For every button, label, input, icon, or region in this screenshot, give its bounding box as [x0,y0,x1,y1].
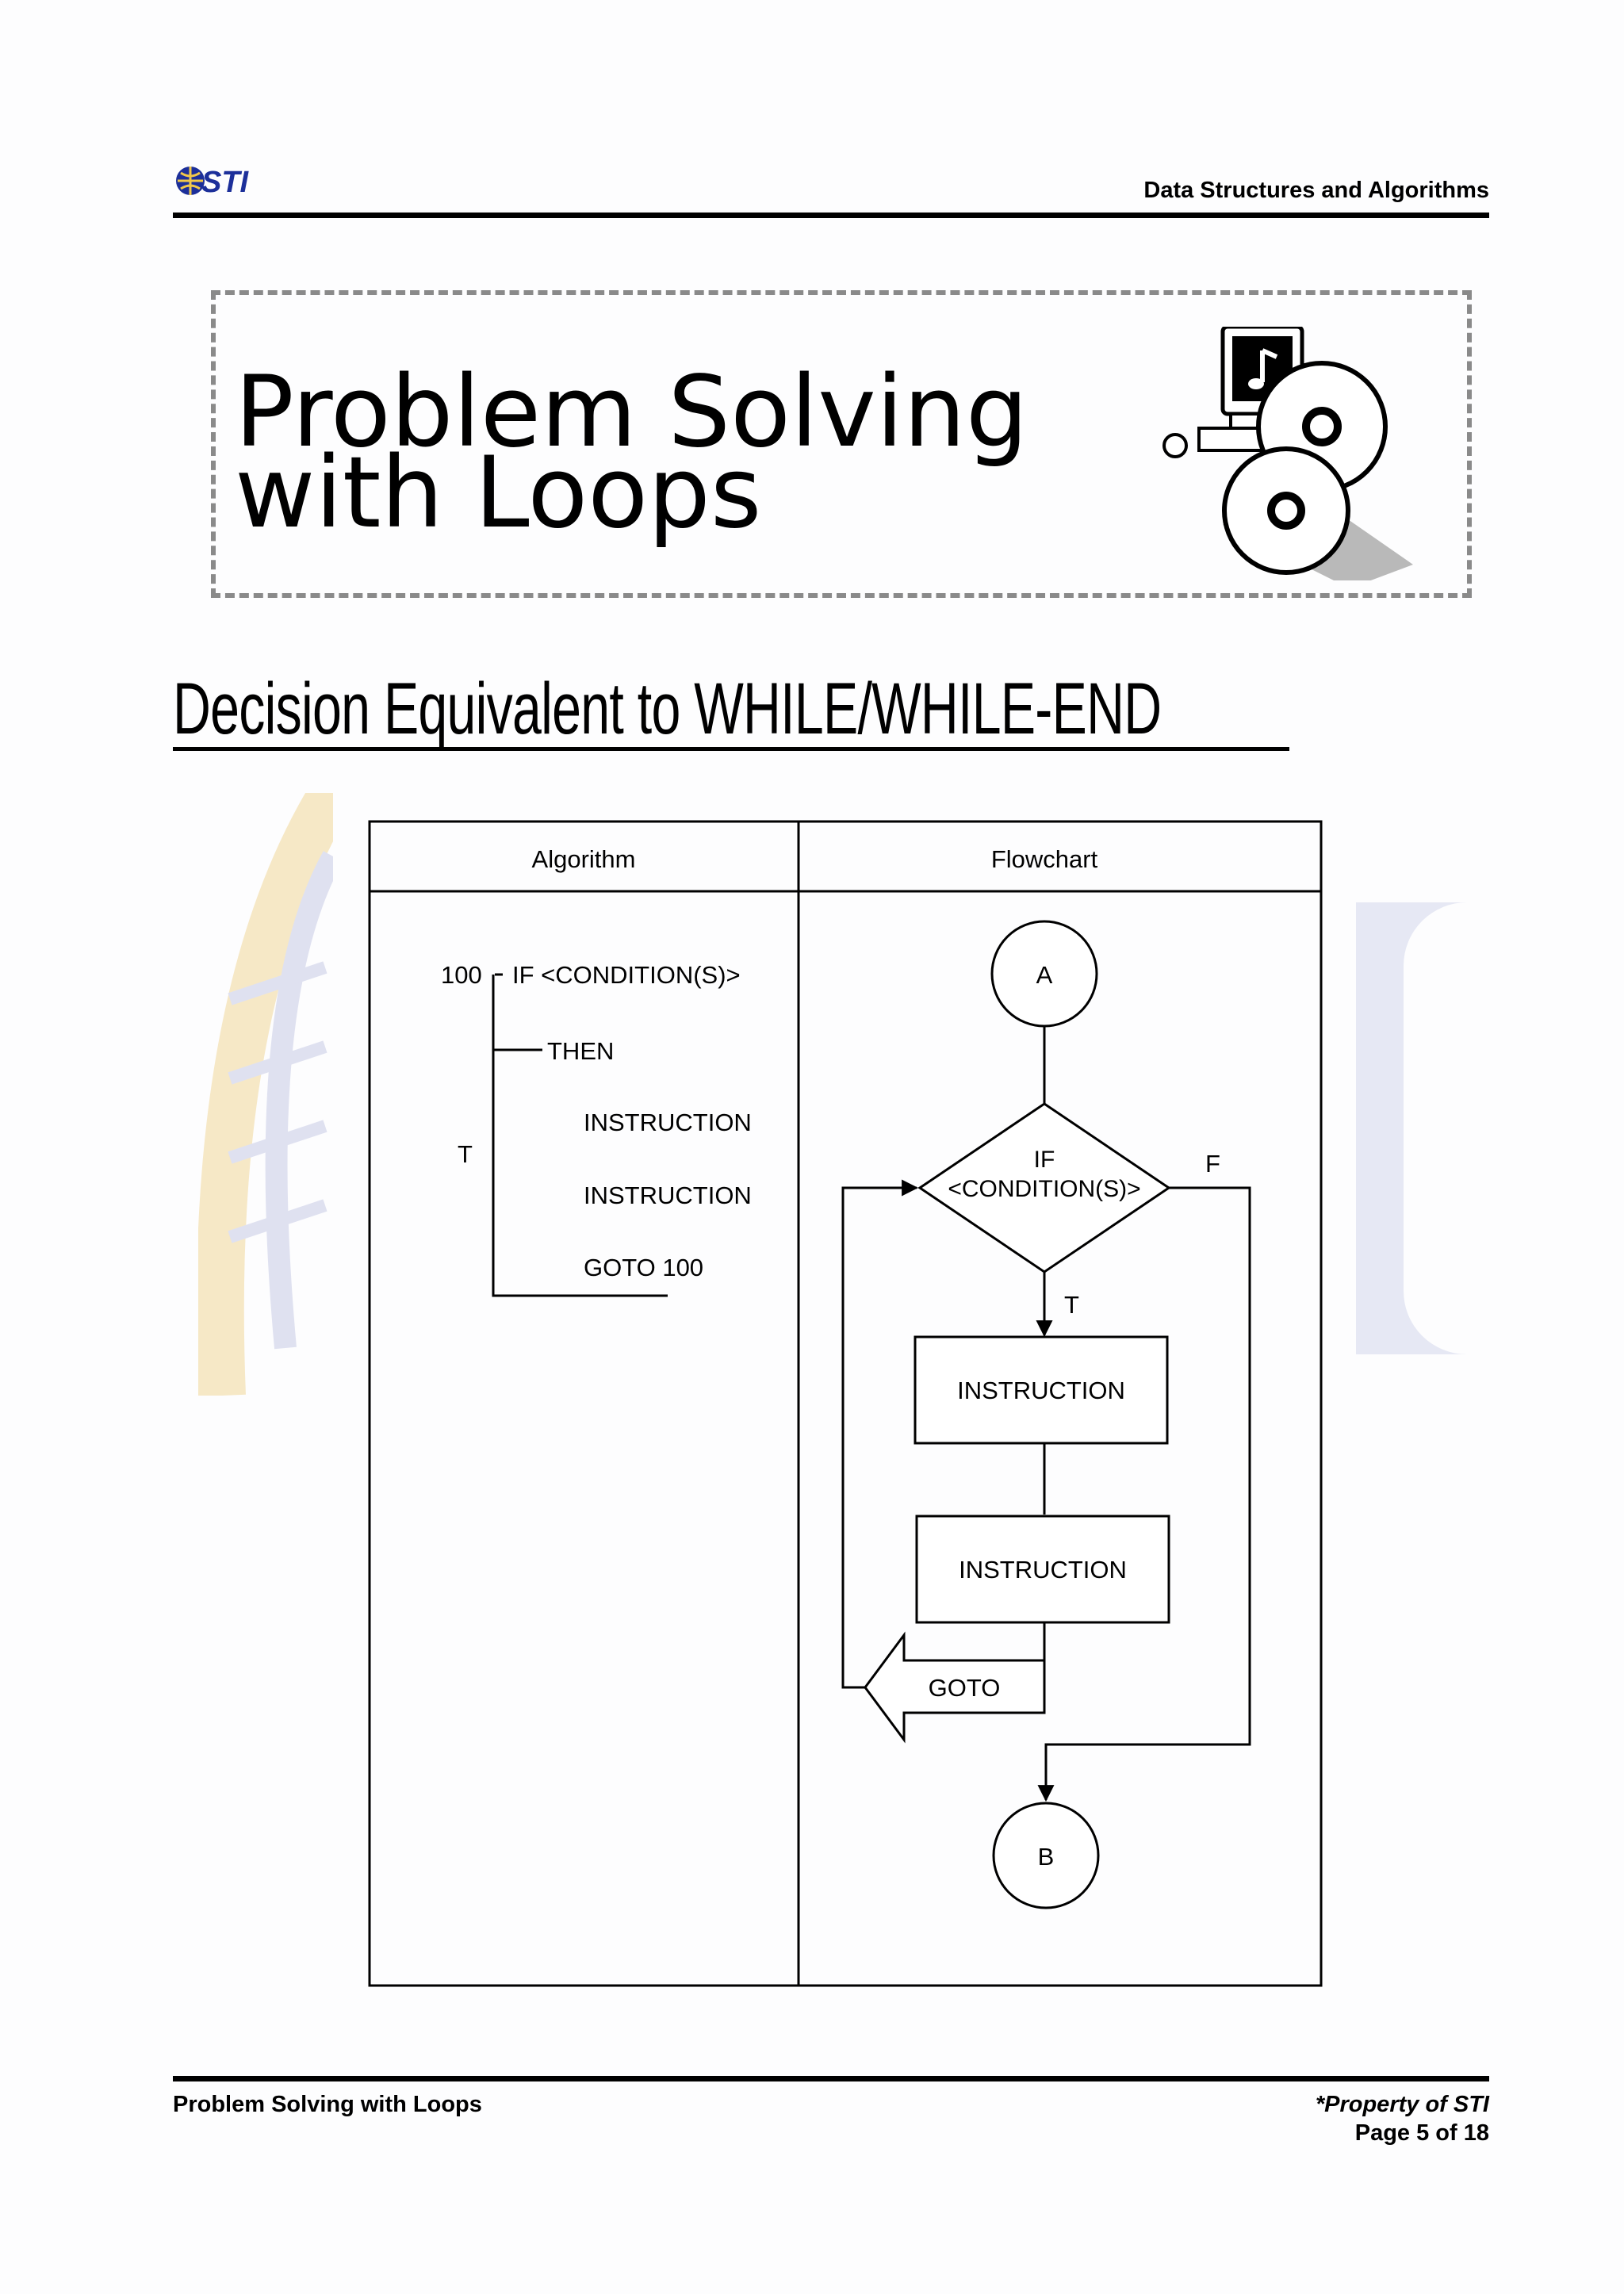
footer-title: Problem Solving with Loops [173,2092,482,2117]
decision-label-line-1: IF [1034,1147,1055,1173]
process-instruction-2 [915,1515,1170,1624]
footer-property: *Property of STI [1315,2092,1489,2117]
process-instruction-2-label: INSTRUCTION [959,1556,1127,1584]
algorithm-then: THEN [547,1037,614,1065]
page-number: Page 5 of 18 [1354,2120,1489,2146]
flowchart [841,920,1251,1909]
algorithm-flowchart-figure: Algorithm Flowchart 100 IF <CONDITION(S)… [368,820,1327,1990]
header-rule [173,213,1489,218]
process-instruction-1-label: INSTRUCTION [957,1377,1125,1404]
true-label: T [1064,1291,1079,1319]
globe-icon [176,167,205,195]
footer-rule [173,2076,1489,2081]
title-line-1: Problem Solving [235,355,1028,469]
algorithm-bracket [492,973,668,1297]
false-label: F [1205,1150,1220,1178]
connector-b-label: B [1038,1843,1055,1871]
watermark-logo [196,780,354,1397]
title-box: Problem Solving with Loops [211,290,1472,598]
algorithm-if-line: IF <CONDITION(S)> [512,961,741,989]
connector-b [992,1802,1100,1909]
goto-arrow [864,1631,1046,1744]
algorithm-instruction-1: INSTRUCTION [584,1109,752,1136]
column-header-flowchart: Flowchart [991,845,1098,873]
connector-a-label: A [1036,961,1053,989]
algorithm-goto: GOTO 100 [584,1254,703,1281]
algorithm-pseudocode: 100 IF <CONDITION(S)> THEN T INSTRUCTION… [441,961,752,1297]
header-title: Data Structures and Algorithms [1143,178,1489,203]
figure-table [368,820,1323,1987]
logo-text: STI [201,166,250,199]
column-header-algorithm: Algorithm [532,845,636,873]
algorithm-instruction-2: INSTRUCTION [584,1181,752,1209]
edge-loop-back [841,1179,919,1689]
decision-label-line-2: <CONDITION(S)> [948,1176,1140,1202]
section-heading: Decision Equivalent to WHILE/WHILE-END [173,668,1162,749]
process-instruction-1 [914,1335,1169,1445]
algorithm-line-number: 100 [441,961,482,989]
algorithm-true-label: T [458,1140,473,1168]
title-line-2: with Loops [235,436,762,550]
sti-logo: STI [173,157,266,206]
computer-music-icon [1151,324,1421,588]
edge-false [1037,1186,1251,1802]
goto-label: GOTO [929,1674,1001,1702]
watermark-shape [1356,902,1515,1354]
section-underline [173,747,1289,751]
